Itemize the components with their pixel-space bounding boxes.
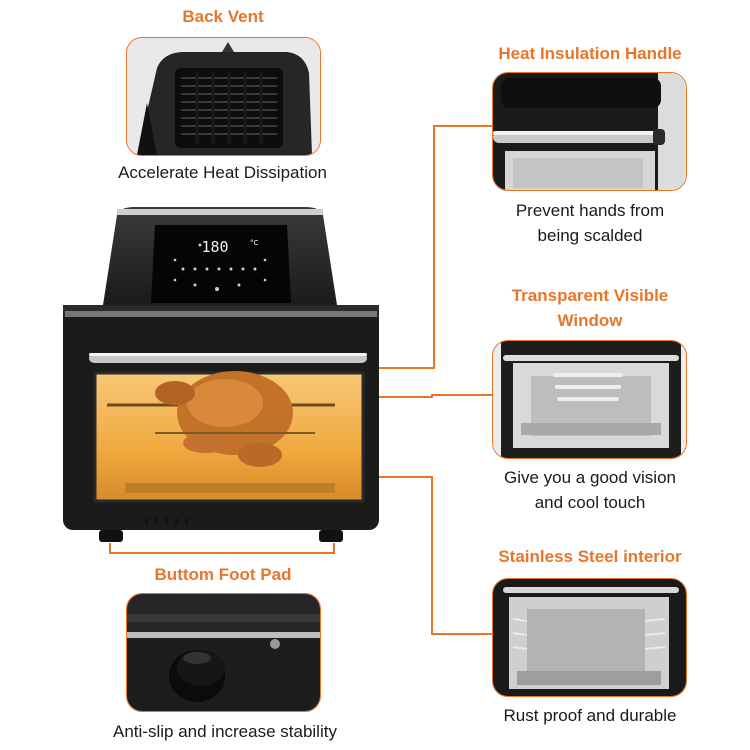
window-image [492, 340, 687, 459]
window-description-line2: and cool touch [534, 493, 646, 512]
temperature-unit: °C [250, 239, 259, 247]
foot-pad-description: Anti-slip and increase stability [113, 722, 337, 741]
handle-image [492, 72, 687, 191]
foot-pad-title: Buttom Foot Pad [154, 565, 292, 584]
interior-title: Stainless Steel interior [498, 547, 682, 566]
air-fryer-oven-image: 180 °C [55, 205, 385, 545]
interior-image [492, 578, 687, 697]
handle-description-line1: Prevent hands from [515, 201, 665, 220]
foot-pad-image [126, 593, 321, 712]
back-vent-description: Accelerate Heat Dissipation [118, 163, 327, 182]
handle-title: Heat Insulation Handle [498, 44, 682, 63]
temperature-display: 180 [201, 238, 228, 256]
window-title-line1: Transparent Visible [511, 286, 669, 305]
interior-description: Rust proof and durable [503, 706, 677, 725]
back-vent-image [126, 37, 321, 156]
window-description-line1: Give you a good vision [504, 468, 676, 487]
handle-description-line2: being scalded [537, 226, 643, 245]
window-title-line2: Window [557, 311, 623, 330]
back-vent-title: Back Vent [182, 7, 264, 26]
